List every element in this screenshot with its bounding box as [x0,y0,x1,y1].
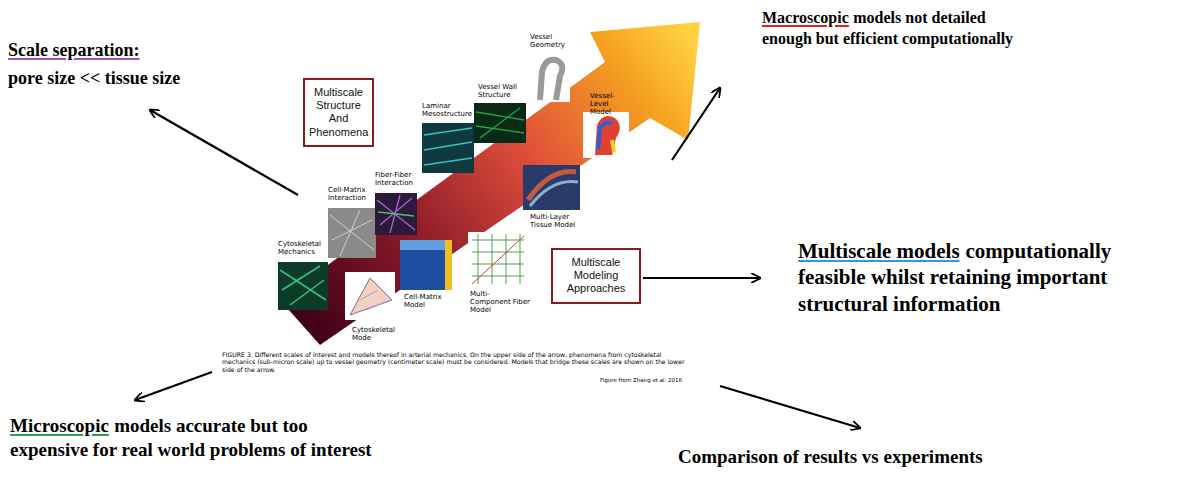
annotation-text: Multiscale modelscomputationally feasibl… [798,238,1183,317]
annotation-text: Comparison of results vs experiments [678,446,1098,468]
thumbnail-caption: Vessel Geometry [530,33,565,49]
thumbnail-caption: Multi-Component Fiber Model [470,290,530,314]
thumbnail-caption: Cell-Matrix Interaction [328,186,366,202]
thumbnail-caption: Vessel Wall Structure [478,83,517,99]
underlined-term: Microscopic [10,415,109,436]
thumbnail-caption: Vessel Wall Structure [478,83,528,99]
annotation-text: Microscopicmodels accurate but too expen… [10,414,380,462]
leader-arrows [135,88,860,428]
underlined-term: Scale separation: [8,40,139,60]
underlined-term: Multiscale models [798,239,960,263]
thumbnail-caption: Cytoskeletal Mechanics [278,240,321,256]
thumbnail-caption: Multi-Component Fiber Model [470,290,530,314]
figure-credit: Figure from Zhang et al. 2016 [600,377,682,383]
thumbnail-caption: Vessel-Level Model [590,92,630,116]
annotation-text: Comparison of results vs experiments [678,446,983,467]
thumbnail-caption: Fiber-Fiber Interaction [375,171,413,187]
scale-arrow [280,22,700,345]
thumbnail-caption: Vessel-Level Model [590,92,615,116]
thumbnail-caption: Vessel Geometry [530,33,574,49]
underlined-term: Macroscopic [762,9,849,26]
thumbnail-caption: Cytoskeletal Mode [352,326,395,342]
thumbnail-caption: Cell-Matrix Model [404,293,442,309]
annotation-heading: Scale separation: [8,40,268,61]
box-text: Multiscale Structure And Phenomena [309,86,368,139]
figure-credit: Figure from Zhang et al. 2016 [600,377,700,383]
thumbnail-caption: Cytoskeletal Mechanics [278,240,330,256]
annotation-text: Macroscopicmodels not detailed enough bu… [762,8,1024,50]
thumbnail-caption: Multi-Layer Tissue Model [530,213,575,229]
figure-caption: FIGURE 3. Different scales of interest a… [222,351,694,373]
thumbnail-caption: Cell-Matrix Model [404,293,452,309]
thumbnail-caption: Multi-Layer Tissue Model [530,213,580,229]
annotation-text: pore size << tissue size [8,68,180,88]
thumbnail-caption: Laminar Mesostructure [422,102,472,118]
label-box: Multiscale Structure And Phenomena [303,78,374,147]
thumbnail-caption: Fiber-Fiber Interaction [375,171,421,187]
box-text: Multiscale Modeling Approaches [557,256,635,296]
thumbnail-caption: Cell-Matrix Interaction [328,186,378,202]
thumbnail-caption: Laminar Mesostructure [422,102,482,118]
annotation-text: pore size << tissue size [8,68,268,89]
label-box: Multiscale Modeling Approaches [551,248,641,304]
figure-caption: FIGURE 3. Different scales of interest a… [222,351,685,373]
thumbnail-caption: Cytoskeletal Mode [352,326,402,342]
